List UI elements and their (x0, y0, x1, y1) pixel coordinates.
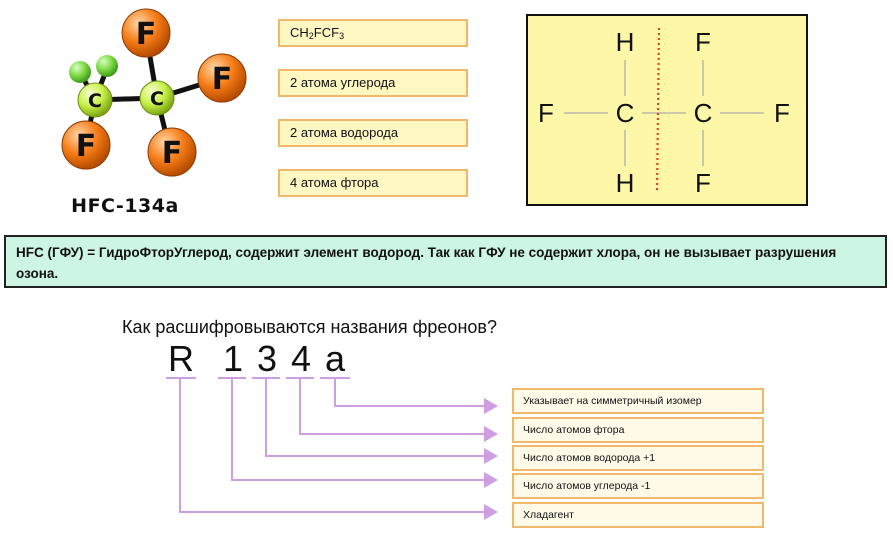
carbon-atom: C (77, 82, 113, 118)
fluorine-atom: F (197, 53, 247, 103)
code-letter-r: R (168, 338, 194, 379)
svg-text:F: F (136, 17, 157, 52)
structural-bonds (564, 27, 764, 193)
atom-c-left: C (615, 98, 635, 128)
formula-subscript: 3 (339, 31, 345, 41)
formula-subscript: 2 (308, 31, 314, 41)
legend-isomer: Указывает на симметричный изомер (512, 388, 764, 414)
fluorine-atom: F (147, 127, 197, 177)
atom-f-top: F (695, 27, 711, 57)
atom-h-bottom: H (615, 168, 635, 198)
formula-part: FCF (313, 25, 340, 40)
svg-text:C: C (88, 90, 102, 112)
fluorine-atom: F (61, 120, 111, 170)
code-digit-1: 1 (222, 338, 244, 379)
svg-text:F: F (162, 136, 183, 171)
svg-text:F: F (212, 62, 233, 97)
hydrogen-atom (96, 55, 118, 77)
legend-refrigerant: Хладагент (512, 502, 764, 528)
description-banner: HFC (ГФУ) = ГидроФторУглерод, содержит э… (4, 235, 887, 288)
formula-part: CH (290, 25, 309, 40)
svg-text:F: F (76, 129, 97, 164)
legend-fluorine: Число атомов фтора (512, 417, 764, 443)
fluorine-atom: F (121, 8, 171, 58)
atom-c-right: C (693, 98, 713, 128)
atom-h-top: H (615, 27, 635, 57)
structural-formula-panel: H F F C C F H F (526, 14, 808, 206)
legend-hydrogen: Число атомов водорода +1 (512, 445, 764, 471)
molecule-caption: HFC-134a (71, 195, 179, 217)
code-digit-3: 3 (256, 338, 278, 379)
code-digit-4: 4 (290, 338, 312, 379)
atom-f-right: F (774, 98, 790, 128)
carbon-count-box: 2 атома углерода (278, 69, 468, 97)
symmetry-divider (655, 27, 661, 193)
hydrogen-count-box: 2 атома водорода (278, 119, 468, 147)
formula-box: CH2FCF3 (278, 19, 468, 47)
atom-f-left: F (538, 98, 554, 128)
code-letter-a: a (324, 338, 346, 379)
legend-carbon: Число атомов углерода -1 (512, 473, 764, 499)
decode-title: Как расшифровываются названия фреонов? (122, 317, 497, 337)
hfc134a-molecule-illustration: C C F F F F (61, 8, 247, 177)
carbon-atom: C (139, 80, 175, 116)
svg-text:C: C (150, 88, 164, 110)
atom-f-bottom: F (695, 168, 711, 198)
hydrogen-atom (69, 61, 91, 83)
fluorine-count-box: 4 атома фтора (278, 169, 468, 197)
